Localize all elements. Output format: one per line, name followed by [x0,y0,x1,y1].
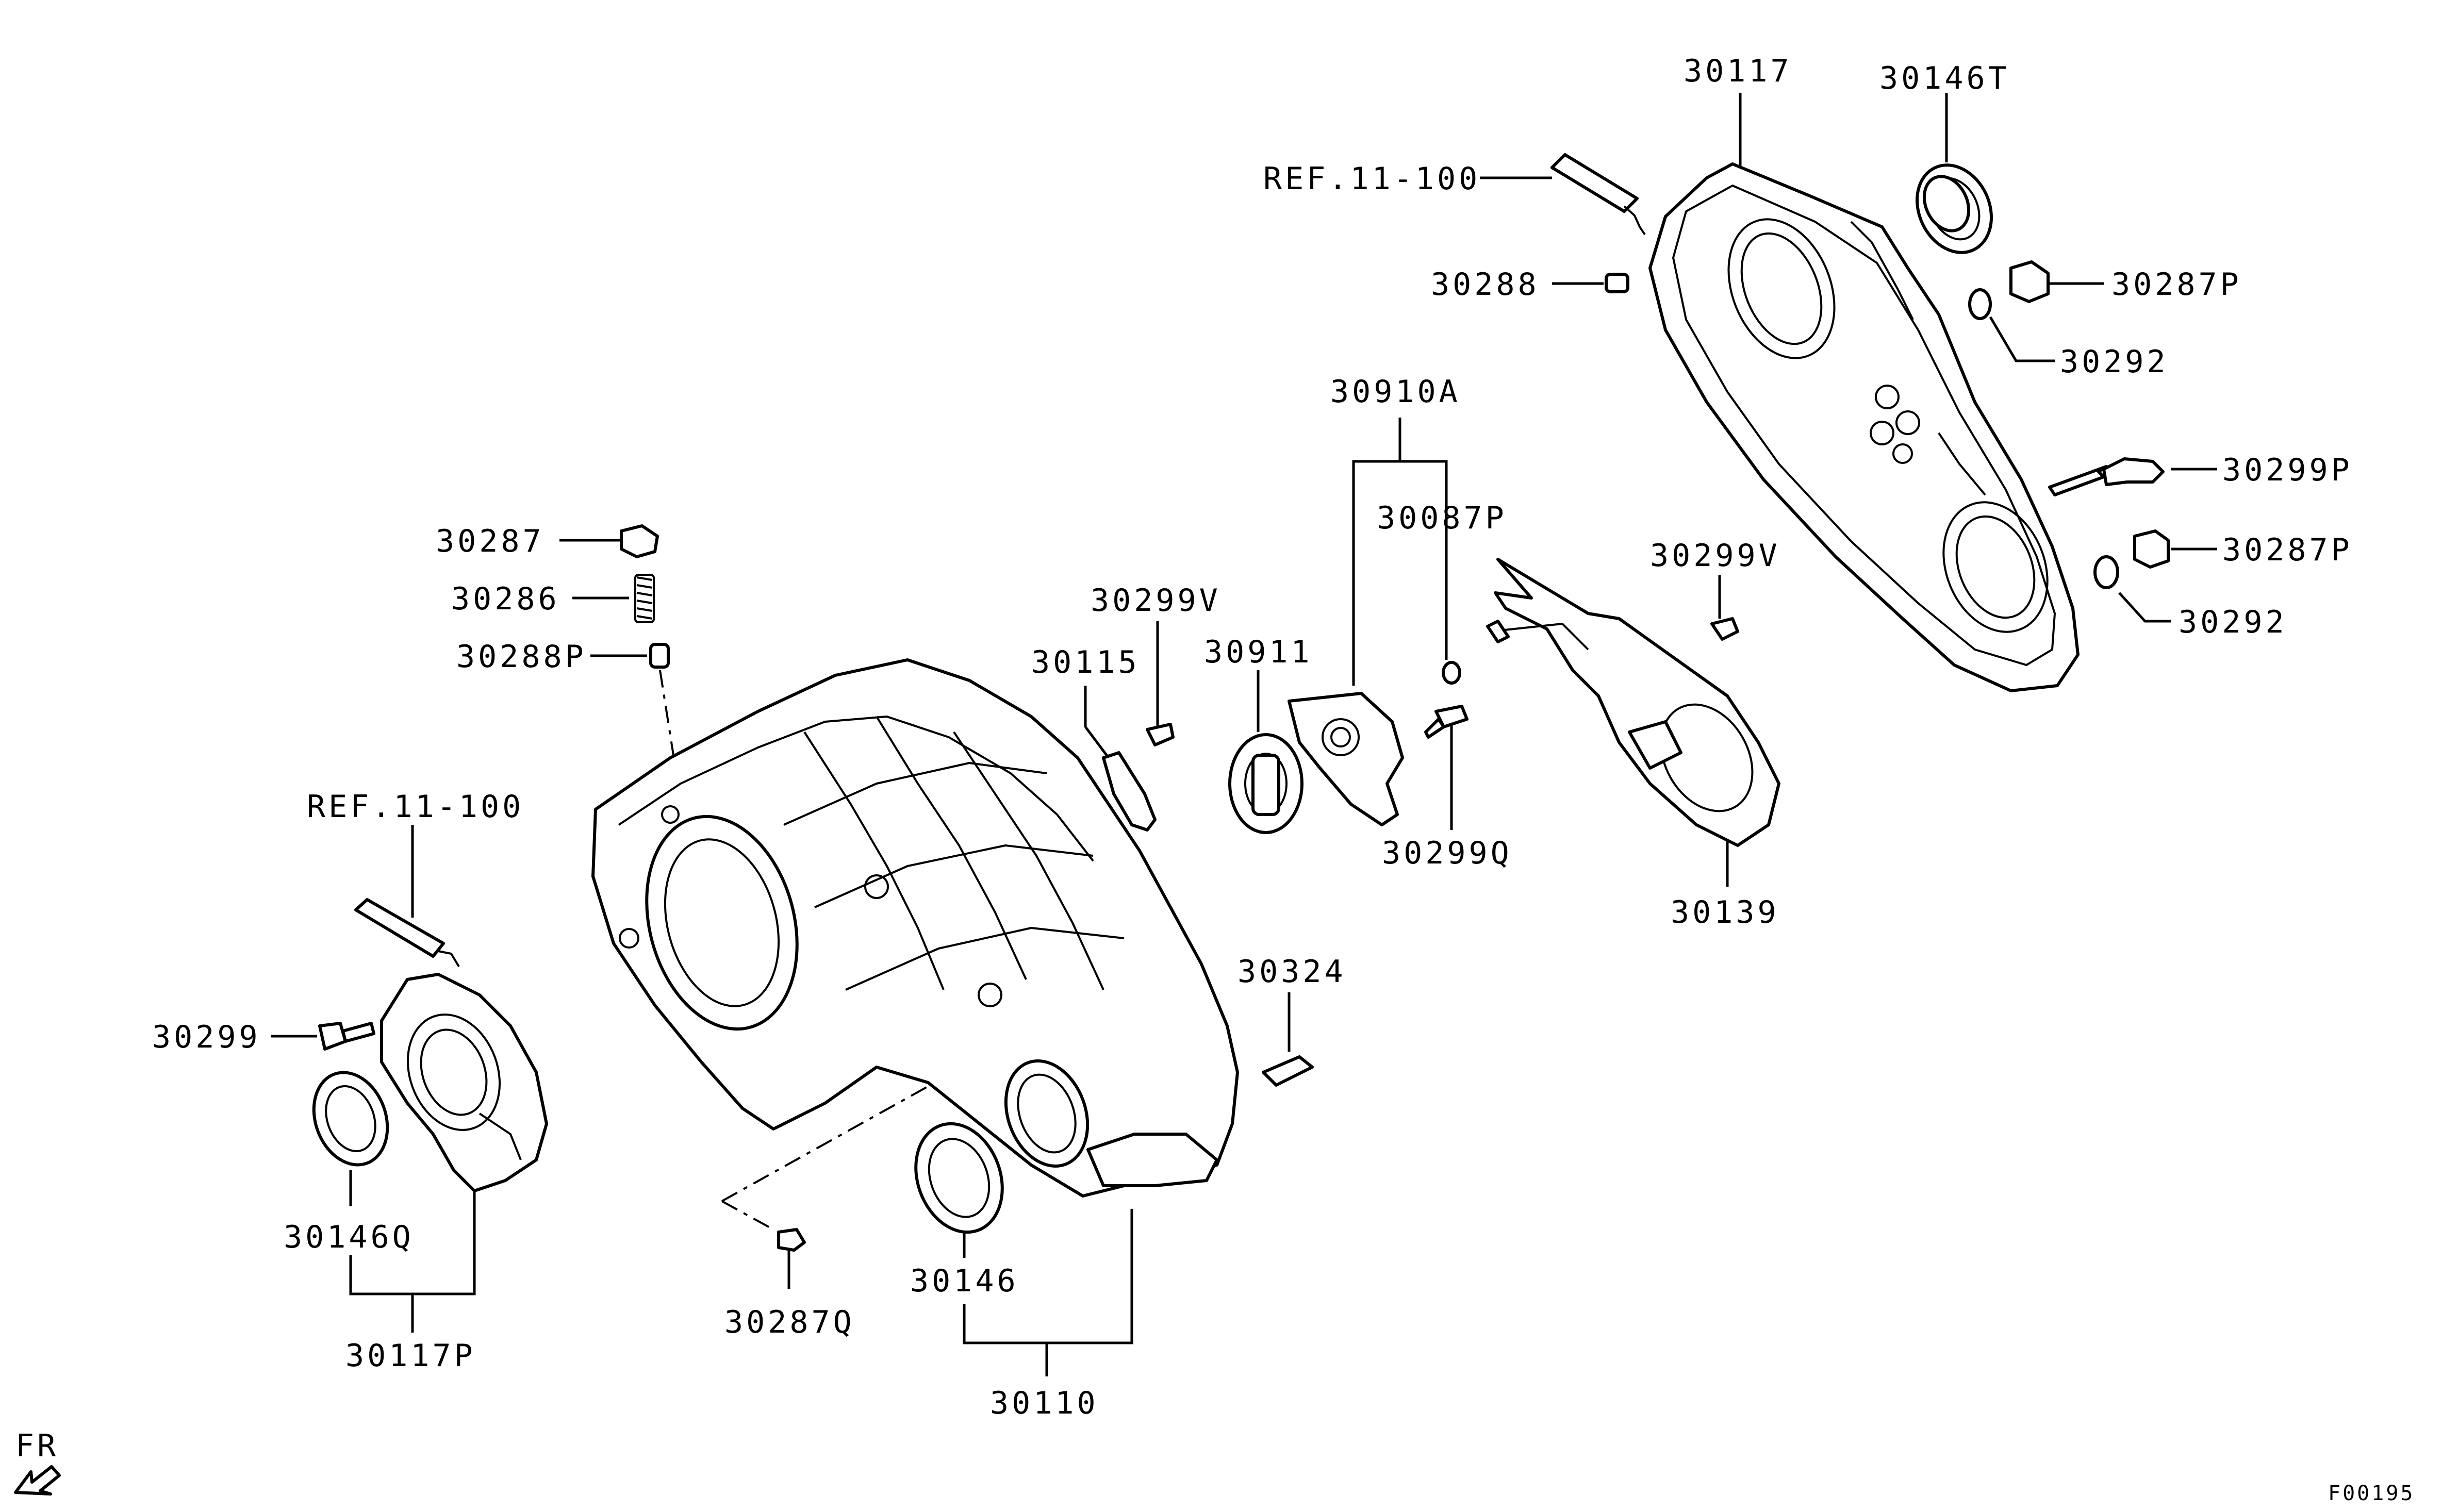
callout-30115: 30115 [1031,644,1140,680]
callout-30087P: 30087P [1377,500,1507,536]
rear-case-cover [1648,162,2080,692]
gasket-30292-top [1968,288,1992,320]
callout-30287: 30287 [436,523,544,559]
callout-30117: 30117 [1684,53,1792,89]
direction-label: FR [15,1428,59,1464]
callout-30299V-left: 30299V [1091,583,1221,619]
bolt-30299V-left [1146,723,1175,746]
plug-30288 [1605,273,1629,293]
oil-pump-body [1288,692,1404,826]
sealant-tube-top [1550,153,1646,236]
oil-pump-gear-30911 [1228,733,1304,834]
callout-30324: 30324 [1238,954,1346,990]
callout-30299P: 30299P [2222,452,2353,488]
bolt-30299 [318,1022,375,1051]
bolt-30299V-right [1710,617,1739,641]
plunger-30288P [649,643,670,669]
bolt-30299P [2048,457,2165,496]
callout-30110: 30110 [990,1385,1099,1421]
callout-30286: 30286 [451,581,560,617]
callout-30911: 30911 [1204,634,1313,670]
callout-30299V-right: 30299V [1650,538,1780,574]
plug-30287P-bottom [2133,529,2170,569]
plug-30287P-top [2009,260,2050,303]
oil-seal-30146 [914,1122,1004,1234]
callout-ref-11-100-left: REF.11-100 [307,789,524,825]
transfer-case [591,658,1239,1198]
oil-seal-30146T [1916,163,1993,254]
callout-30146: 30146 [910,1263,1019,1299]
front-direction-arrow-icon [14,1465,61,1496]
baffle-plate-30115 [1102,751,1157,832]
figure-code: F00195 [2328,1482,2415,1505]
gasket-30292-bottom [2093,555,2119,589]
callout-30288: 30288 [1431,267,1540,303]
part-callouts: REF.11-100 30117 30146T 30288 30287P 302… [15,53,2415,1505]
oil-seal-30146Q [312,1071,389,1167]
callout-ref-11-100-top: REF.11-100 [1263,161,1480,197]
callout-30287Q: 30287Q [724,1304,855,1340]
bolt-30299Q [1424,705,1468,739]
callout-30292-bottom: 30292 [2179,604,2287,640]
plug-30287 [620,524,659,558]
plug-30287Q [777,1228,806,1252]
callout-30139: 30139 [1671,894,1779,931]
callout-30287P-top: 30287P [2111,267,2242,303]
callout-30146Q: 30146Q [284,1219,414,1255]
o-ring-30087P [1442,661,1461,685]
spring-30286 [634,574,655,623]
leader-lines [271,93,2217,1376]
sealant-tube-left [354,898,460,968]
callout-30910A: 30910A [1330,374,1461,410]
callout-30146T: 30146T [1879,60,2010,96]
callout-30299: 30299 [152,1019,261,1055]
oil-strainer [1486,558,1780,847]
front-extension-housing [380,973,548,1192]
callout-30299Q: 30299Q [1382,835,1512,871]
callout-30288P: 30288P [456,639,587,675]
callout-30287P-bottom: 30287P [2222,532,2353,568]
callout-30117P: 30117P [345,1338,476,1374]
callout-30292-top: 30292 [2060,344,2169,380]
speed-sensor-30324 [1262,1055,1314,1087]
